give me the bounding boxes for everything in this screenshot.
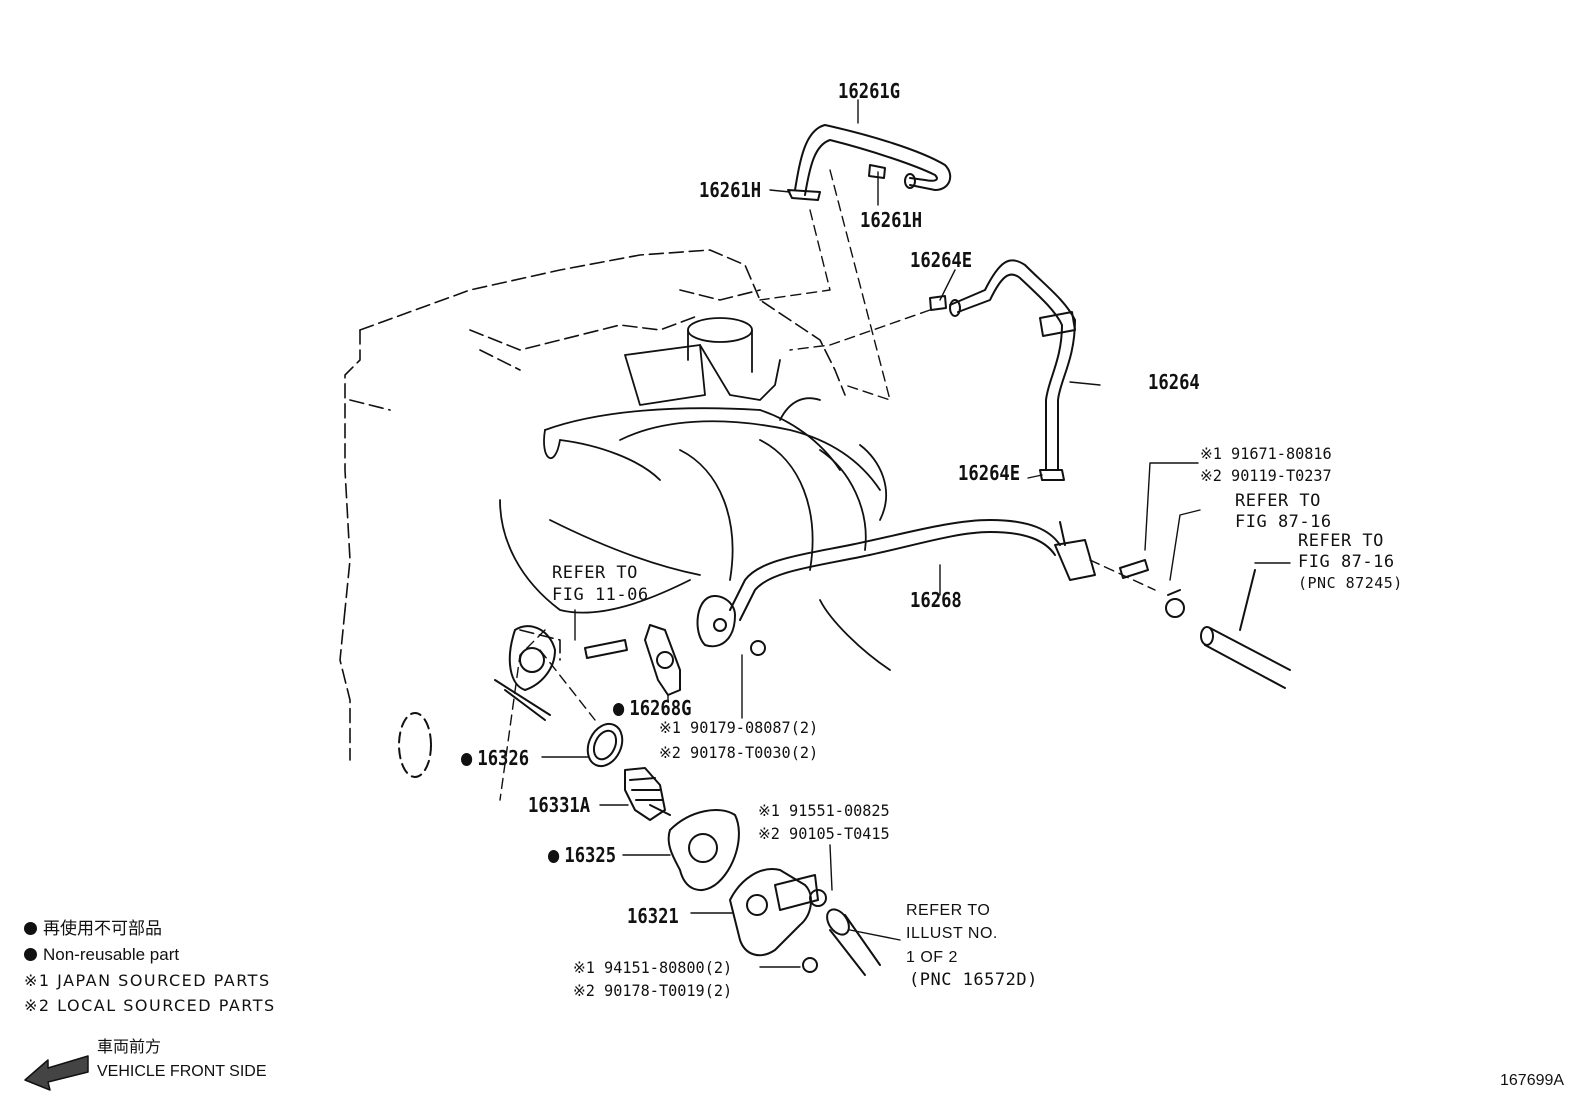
label-16268g: 16268G (613, 698, 691, 718)
pn-bolt-local: ※2 90105-T0415 (758, 824, 890, 843)
non-reusable-dot-icon (24, 948, 37, 961)
intake-manifold (499, 317, 891, 671)
ref-fig-87-16b-line1: REFER TO (1298, 531, 1384, 551)
label-16326-text: 16326 (477, 746, 530, 770)
pn-nut-local: ※2 90178-T0030(2) (659, 743, 819, 762)
thermostat-16331a (624, 767, 671, 821)
ref-illust-line4: (PNC 16572D) (909, 970, 1038, 990)
water-housing (398, 625, 556, 778)
housing-16321 (729, 868, 827, 973)
label-16326: 16326 (461, 748, 529, 768)
pn-bolt-japan: ※1 91551-00825 (758, 801, 890, 820)
engine-outline (339, 249, 846, 761)
radiator-hose (1200, 569, 1291, 689)
legend-local-sourced: ※2 LOCAL SOURCED PARTS (24, 996, 276, 1015)
legend-nonreusable: Non-reusable part (24, 946, 179, 963)
pn-clamp-local: ※2 90119-T0237 (1200, 466, 1332, 485)
ref-illust-line2: ILLUST NO. (906, 925, 998, 942)
hose-16261g (787, 124, 952, 201)
hose-16264 (929, 259, 1076, 481)
label-16325: 16325 (548, 845, 616, 865)
ref-fig-87-16b-line2: FIG 87-16 (1298, 552, 1395, 572)
pn-clamp-japan: ※1 91671-80816 (1200, 444, 1332, 463)
legend-nonreusable-text: Non-reusable part (43, 945, 180, 964)
pn-stud-japan: ※1 94151-80800(2) (573, 958, 733, 977)
front-arrow-icon (24, 1055, 89, 1091)
label-16321: 16321 (627, 904, 679, 928)
ref-fig-87-16a-line1: REFER TO (1235, 491, 1321, 511)
ref-illust-line1: REFER TO (906, 902, 991, 919)
front-label-jp: 車両前方 (97, 1039, 162, 1056)
phantom-leaders (499, 169, 1156, 801)
legend-nonreusable-jp: 再使用不可部品 (24, 920, 162, 937)
ref-illust-line3: 1 OF 2 (906, 949, 958, 966)
ref-fig-11-06-line2: FIG 11-06 (552, 585, 649, 605)
pn-stud-local: ※2 90178-T0019(2) (573, 981, 733, 1000)
ref-fig-87-16a-line2: FIG 87-16 (1235, 512, 1332, 532)
ref-fig-11-06-line1: REFER TO (552, 563, 638, 583)
label-16264: 16264 (1148, 370, 1200, 394)
label-16264e-top: 16264E (910, 248, 973, 272)
label-16261h-left: 16261H (699, 178, 762, 202)
ref-fig-87-16b-line3: (PNC 87245) (1298, 574, 1403, 592)
non-reusable-dot-icon (24, 922, 37, 935)
leader-lines (541, 99, 1291, 968)
label-16325-text: 16325 (564, 843, 617, 867)
legend-nonreusable-jp-text: 再使用不可部品 (43, 919, 162, 938)
gasket-16325 (667, 809, 740, 891)
lower-hose (826, 908, 881, 976)
pn-nut-japan: ※1 90179-08087(2) (659, 718, 819, 737)
label-16261g: 16261G (838, 79, 901, 103)
label-16268g-text: 16268G (629, 696, 692, 720)
label-16261h-right: 16261H (860, 208, 923, 232)
o-ring-16326 (586, 722, 624, 768)
label-16268: 16268 (910, 588, 962, 612)
non-reusable-dot-icon (548, 850, 560, 863)
front-label: VEHICLE FRONT SIDE (97, 1063, 267, 1080)
label-16264e-bottom: 16264E (958, 461, 1021, 485)
non-reusable-dot-icon (613, 703, 625, 716)
non-reusable-dot-icon (461, 753, 473, 766)
gasket-16268g (584, 624, 681, 696)
legend-japan-sourced: ※1 JAPAN SOURCED PARTS (24, 971, 271, 990)
figure-id: 167699A (1500, 1072, 1565, 1089)
label-16331a: 16331A (528, 793, 591, 817)
pipe-16268 (696, 519, 1096, 656)
clamp (1119, 559, 1185, 618)
